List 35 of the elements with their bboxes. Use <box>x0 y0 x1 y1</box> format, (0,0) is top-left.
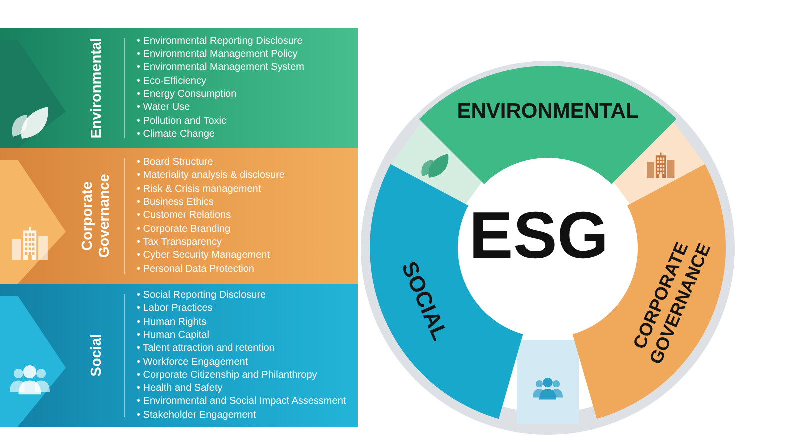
bullet-item: • Social Reporting Disclosure <box>137 289 266 302</box>
bullet-item: • Stakeholder Engagement <box>137 408 256 422</box>
category-band <box>0 148 358 284</box>
bullet-item: • Energy Consumption <box>137 88 237 102</box>
bullet-item: • Risk & Crisis management <box>137 182 262 196</box>
bullet-item: • Human Rights <box>137 316 207 329</box>
bullet-item: • Business Ethics <box>137 196 214 210</box>
bullet-item: • Personal Data Protection <box>137 262 254 276</box>
category-band <box>0 284 358 427</box>
band-title: Social <box>88 334 106 377</box>
bullet-item: • Labor Practices <box>137 302 213 316</box>
bullet-item: • Human Capital <box>137 328 210 342</box>
bullet-item: • Workforce Engagement <box>137 356 248 369</box>
bullet-item: • Eco-Efficiency <box>137 74 206 88</box>
band-title: Corporate Governance <box>80 173 114 260</box>
category-band <box>0 28 358 148</box>
bullet-item: • Tax Transparency <box>137 236 222 250</box>
bullet-item: • Pollution and Toxic <box>137 114 226 128</box>
bullet-item: • Corporate Branding <box>137 222 231 236</box>
bullet-item: • Environmental Management System <box>137 61 304 75</box>
bullet-item: • Environmental Reporting Disclosure <box>137 34 303 48</box>
center-title: ESG <box>469 202 609 268</box>
bullet-item: • Water Use <box>137 101 190 115</box>
bullet-item: • Climate Change <box>137 128 215 142</box>
bullet-item: • Cyber Security Management <box>137 249 270 263</box>
bullet-item: • Health and Safety <box>137 382 223 396</box>
bullet-item: • Talent attraction and retention <box>137 342 275 356</box>
bullet-item: • Environmental Management Policy <box>137 48 298 62</box>
bullet-item: • Board Structure <box>137 156 214 170</box>
bullet-item: • Environmental and Social Impact Assessment <box>137 395 346 409</box>
segment-label: ENVIRONMENTAL <box>457 100 639 124</box>
band-title: Environmental <box>88 38 106 138</box>
bullet-item: • Materiality analysis & disclosure <box>137 169 285 183</box>
bullet-item: • Customer Relations <box>137 209 232 223</box>
bullet-item: • Corporate Citizenship and Philanthropy <box>137 368 318 382</box>
